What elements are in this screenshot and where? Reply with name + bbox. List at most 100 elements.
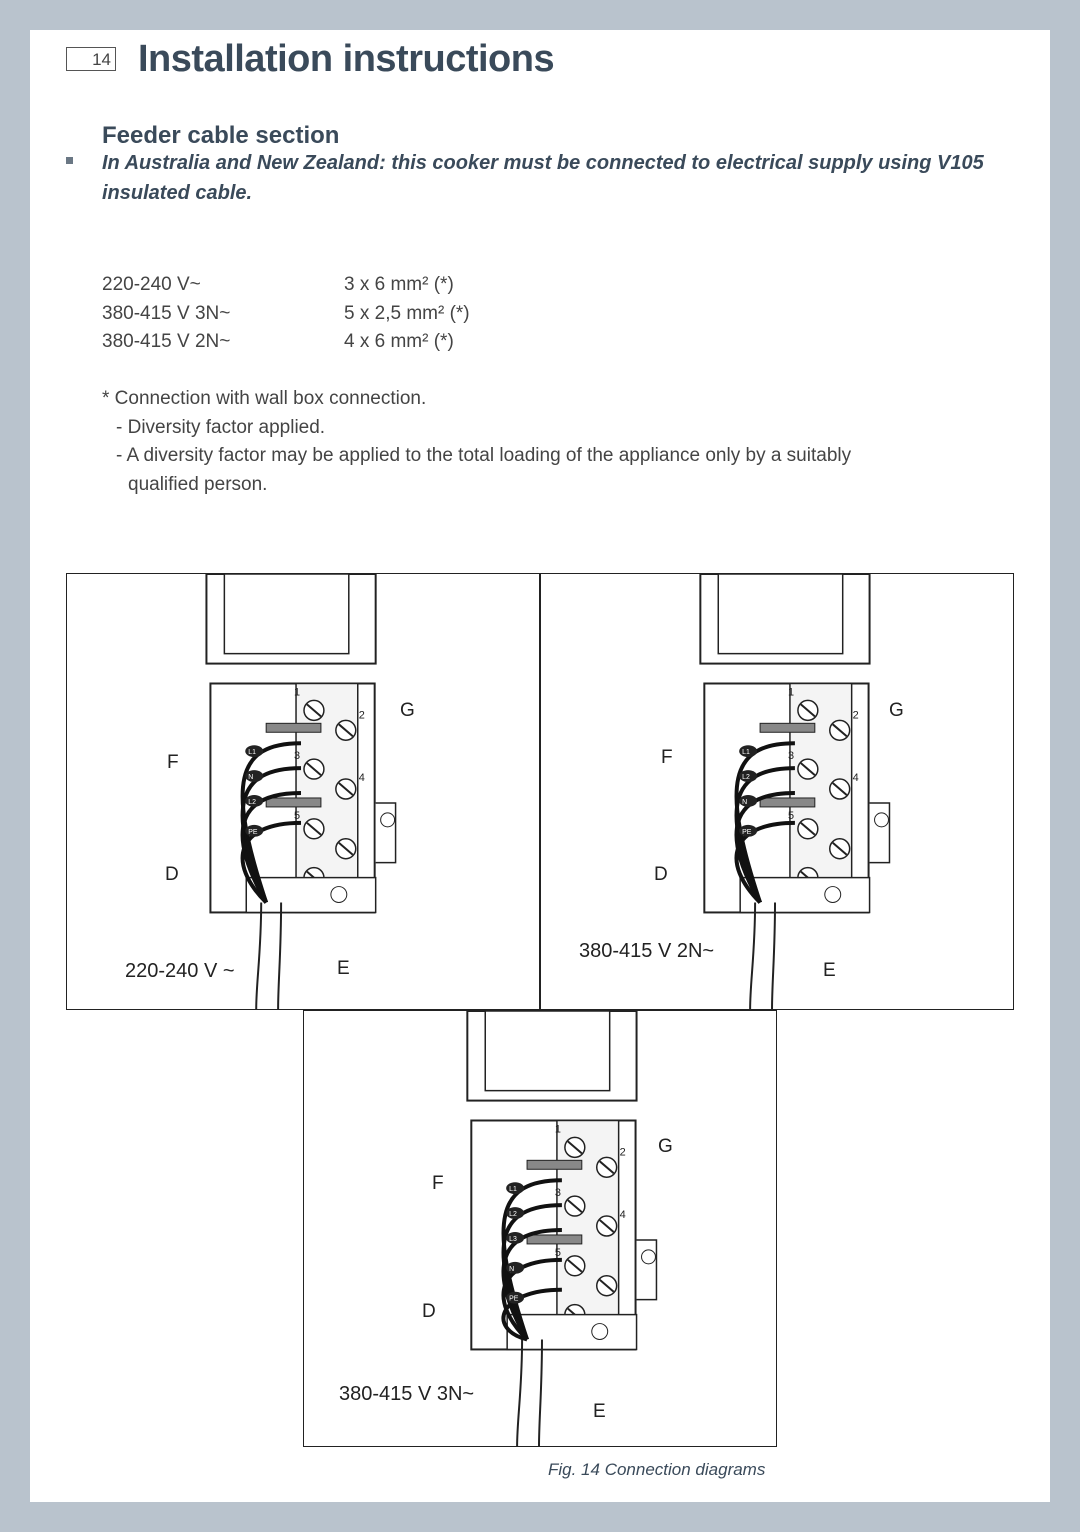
clamp-screw-icon [824,886,842,903]
bridge [759,722,816,733]
feeder-cable [771,902,777,1009]
voltage-cell: 220-240 V~ [102,274,201,296]
wire [734,791,795,904]
feeder-cable [277,902,283,1009]
ground-bracket [636,1239,658,1301]
bridge [265,722,322,733]
label-g: G [400,700,415,721]
wire [240,820,302,904]
wire-tag [506,1231,525,1244]
feeder-cable [255,902,263,1009]
note-item: - Diversity factor applied. [116,416,326,438]
wire-tag-label: N [742,799,747,806]
wire-tag [506,1182,525,1195]
screw-slot [338,723,354,738]
note-item: * Connection with wall box connection. [102,388,427,409]
note-item: - A diversity factor may be applied to t… [116,445,852,466]
housing-panel [223,574,350,655]
wire-tag [506,1291,525,1304]
housing-panel [484,1011,611,1092]
terminal-number: 2 [620,1146,626,1158]
terminal-number: 5 [788,810,794,822]
bridge [526,1234,583,1245]
cable-clamp [506,1313,638,1351]
warning-text: In Australia and New Zealand: this cooke… [102,152,984,204]
wire-tag-label: L1 [742,749,750,756]
label-f: F [167,752,179,773]
screw-slot [832,782,848,796]
wire [240,741,302,904]
wire-tag-label: L2 [509,1211,517,1218]
screw-slot [800,822,816,836]
wire-tag-label: L1 [509,1186,517,1193]
label-d: D [422,1301,436,1322]
wire-tag-label: L2 [742,774,750,781]
screw-slot [338,842,354,856]
wire-tag [739,770,758,783]
terminal-number: 2 [359,709,365,721]
screw-slot [599,1279,615,1293]
screw-slot [306,762,322,776]
label-f: F [432,1173,444,1194]
terminal-number: 4 [620,1209,626,1221]
cable-clamp [245,876,377,914]
wire [501,1257,562,1341]
terminal-number: 4 [853,772,859,784]
terminal-number: 3 [555,1187,561,1199]
table-row: 380-415 V 3N~ 5 x 2,5 mm² (*) [102,300,470,329]
cable-clamp [739,876,871,914]
wire-tag [506,1261,525,1274]
terminal-number: 2 [853,709,859,721]
wire-tag-label: N [248,774,253,781]
wire-tag [245,770,264,783]
terminal-number: 1 [788,686,794,698]
cable-spec-table: 220-240 V~ 3 x 6 mm² (*) 380-415 V 3N~ 5… [102,271,470,357]
section-title: Feeder cable section [102,122,340,149]
wire [501,1228,562,1341]
clamp-screw-icon [330,886,348,903]
note-item: qualified person. [128,473,268,495]
notes: * Connection with wall box connection. -… [102,385,851,499]
cable-size-cell: 3 x 6 mm² (*) [344,274,454,296]
voltage-label: 380-415 V 2N~ [579,940,715,962]
wire [501,1287,562,1342]
wire-tag-label: L2 [248,799,256,806]
label-g: G [658,1136,673,1157]
terminal-number: 4 [359,772,365,784]
ground-screw-icon [380,812,396,828]
label-d: D [654,864,668,885]
label-d: D [165,864,179,885]
wire [734,741,795,904]
wire [240,766,302,904]
label-e: E [823,960,836,981]
ground-screw-icon [874,812,889,828]
label-e: E [337,958,350,979]
wire-tag [739,745,758,758]
screw-slot [567,1140,583,1155]
voltage-cell: 380-415 V 2N~ [102,331,231,353]
wire [240,791,302,904]
wire-tag-label: L3 [509,1236,517,1243]
wire-tag [245,824,264,837]
bridge [526,1159,583,1170]
screw-slot [338,782,354,796]
housing-panel [717,574,844,655]
wire-tag-label: L1 [248,749,256,756]
wire-tag-label: PE [248,829,258,836]
wire-tag [245,794,264,807]
wire-tag [739,794,758,807]
wire [734,766,795,904]
terminal-number: 1 [294,686,300,698]
screw-slot [599,1219,615,1233]
wire-tag-label: N [509,1266,514,1273]
terminal-number: 1 [555,1123,561,1135]
label-f: F [661,747,673,768]
terminal-number: 5 [294,810,300,822]
voltage-label: 220-240 V ~ [125,960,235,982]
screw-slot [800,762,816,776]
screw-slot [832,842,848,856]
